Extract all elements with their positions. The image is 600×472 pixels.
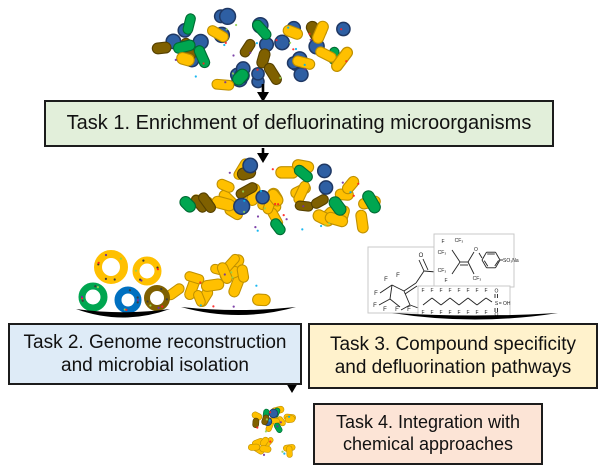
chem-atom-label: O xyxy=(495,289,499,295)
genome-ring-3 xyxy=(78,282,108,312)
task1-box: Task 1. Enrichment of defluorinating mic… xyxy=(44,100,554,147)
chem-atom-label: F xyxy=(475,288,478,294)
chem-atom-label: F xyxy=(448,288,451,294)
task1-label: Task 1. Enrichment of defluorinating mic… xyxy=(66,112,532,135)
chem-atom-label: F xyxy=(457,288,460,294)
chem-atom-label: F xyxy=(441,239,444,245)
genome-ring-5 xyxy=(144,285,170,311)
genome-ring-4 xyxy=(114,286,142,314)
task4-isolate-cluster xyxy=(247,436,296,458)
outlier-coccus xyxy=(336,21,351,37)
chem-atom-label: F xyxy=(448,310,451,316)
outlier-rod xyxy=(331,46,354,73)
chem-structure-obs-sulfonate: F CF₃ CF₃ CF₃ F CF₃ O SO₃Na xyxy=(433,233,519,288)
chem-atom-label: CF₃ xyxy=(438,268,447,274)
chem-atom-label: OH xyxy=(503,301,511,307)
chem-atom-label: F xyxy=(444,278,447,284)
chem-atom-label: F xyxy=(484,288,487,294)
chem-atom-label: F xyxy=(475,310,478,316)
isolated-culture-cluster xyxy=(165,253,271,308)
chem-atom-label: CF₃ xyxy=(473,276,482,282)
chem-atom-label: F xyxy=(466,288,469,294)
task4-mixed-culture-cluster xyxy=(251,405,296,433)
chem-atom-label: F xyxy=(439,310,442,316)
enriched-community-cluster xyxy=(179,157,381,236)
task4-label: Task 4. Integration with chemical approa… xyxy=(335,412,521,454)
task2-label: Task 2. Genome reconstruction and microb… xyxy=(23,331,287,376)
chem-atom-label: F xyxy=(421,288,424,294)
chem-atom-label: F xyxy=(384,277,388,283)
chem-atom-label: F xyxy=(407,307,411,313)
chem-atom-label: F xyxy=(430,310,433,316)
chem-atom-label: SO₃Na xyxy=(503,258,519,264)
chem-atom-label: F xyxy=(484,310,487,316)
chem-atom-label: F xyxy=(395,307,399,313)
chem-atom-label: O xyxy=(474,247,478,253)
chem-atom-label: CF₃ xyxy=(438,250,447,256)
chem-atom-label: F xyxy=(383,307,387,313)
chem-atom-label: F xyxy=(374,291,378,297)
genome-ring-1 xyxy=(94,250,128,284)
task3-box: Task 3. Compound specificity and defluor… xyxy=(308,323,598,389)
task3-label: Task 3. Compound specificity and defluor… xyxy=(329,333,577,378)
chem-atom-label: O xyxy=(495,312,499,318)
arrow-community-to-task1 xyxy=(257,84,269,102)
chem-atom-label: F xyxy=(421,310,424,316)
task4-box: Task 4. Integration with chemical approa… xyxy=(313,403,543,465)
initial-community-cluster xyxy=(151,7,340,91)
chem-atom-label: CF₃ xyxy=(455,238,464,244)
task2-box: Task 2. Genome reconstruction and microb… xyxy=(8,323,302,385)
chem-atom-label: F xyxy=(373,303,377,309)
arrow-task1-to-enriched xyxy=(257,148,269,163)
chem-atom-label: S xyxy=(495,301,499,307)
chem-atom-label: F xyxy=(439,288,442,294)
chem-atom-label: F xyxy=(396,273,400,279)
chem-atom-label: F xyxy=(466,310,469,316)
chem-atom-label: F xyxy=(457,310,460,316)
genome-ring-2 xyxy=(132,256,162,286)
chem-atom-label: F xyxy=(430,288,433,294)
chem-atom-label: O xyxy=(419,253,424,259)
